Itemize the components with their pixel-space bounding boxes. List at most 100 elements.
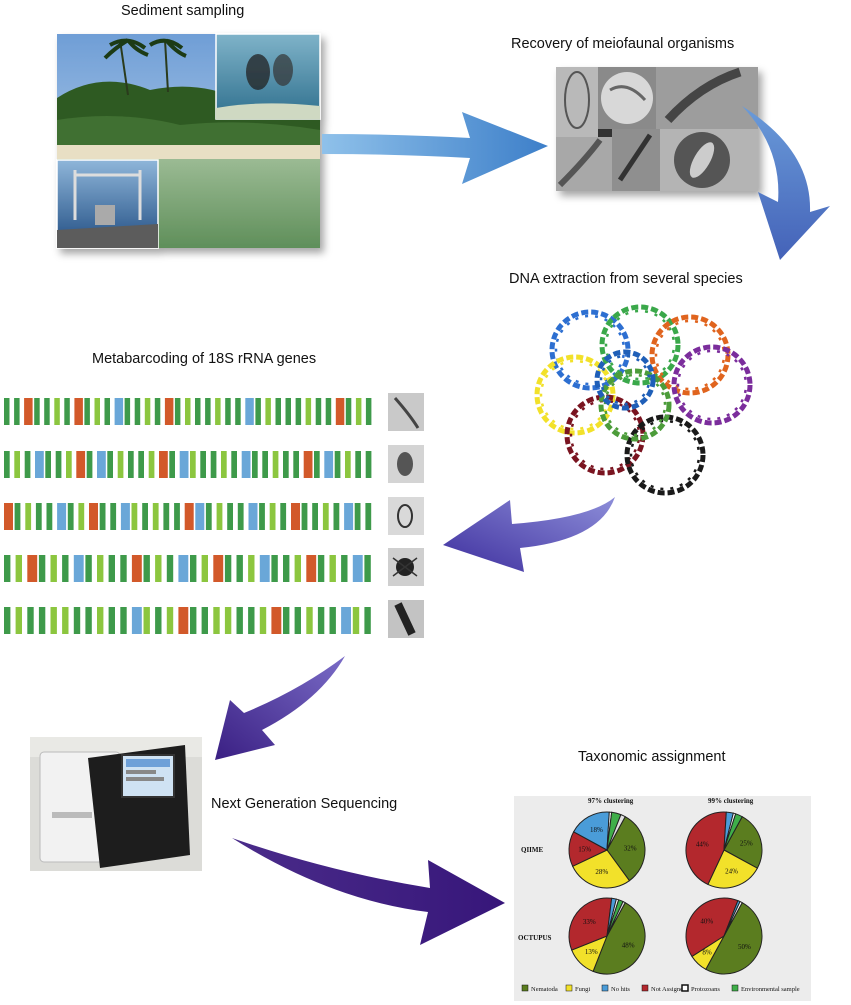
pie-slice	[571, 849, 631, 889]
pie-slice-label: 15%	[578, 845, 591, 853]
legend-swatch	[601, 984, 609, 992]
barcode-bar	[317, 607, 325, 634]
barcode-bar	[15, 555, 22, 582]
barcode-bar	[213, 555, 224, 582]
barcode-bar	[185, 398, 191, 425]
barcode-bar	[35, 503, 42, 530]
dna-ring	[671, 344, 753, 426]
barcode-bar	[364, 607, 371, 634]
barcode-bar	[50, 607, 57, 634]
legend-swatch	[565, 984, 573, 992]
barcode-bar	[335, 398, 345, 425]
pie-slice	[723, 815, 763, 869]
barcode-bar	[271, 607, 282, 634]
barcode-bar	[329, 607, 336, 634]
dna-ring-strand	[604, 309, 676, 381]
dna-ring	[534, 354, 616, 436]
barcode-bar	[205, 503, 212, 530]
barcode-bar	[294, 555, 301, 582]
barcode-bar	[301, 503, 308, 530]
barcode-bar	[271, 555, 278, 582]
label-dna-extraction: DNA extraction from several species	[509, 271, 743, 287]
barcode-bar	[35, 451, 44, 478]
barcode-bar	[164, 398, 174, 425]
barcode-bar	[155, 555, 162, 582]
barcode-bar	[45, 451, 51, 478]
barcode-bar	[14, 398, 20, 425]
barcode-bar	[291, 503, 300, 530]
barcode-bar	[142, 503, 148, 530]
barcode-bar	[312, 503, 318, 530]
barcode-bar	[117, 451, 124, 478]
label-ngs: Next Generation Sequencing	[211, 796, 398, 812]
barcode-bar	[174, 398, 181, 425]
pie-slice-label: 24%	[725, 868, 738, 876]
sequencer-photo	[30, 737, 202, 871]
barcode-bar	[38, 555, 46, 582]
barcode-bar	[159, 451, 168, 478]
barcode-bar	[221, 451, 227, 478]
barcode-bar	[241, 451, 251, 478]
barcode-bar	[355, 451, 361, 478]
barcode-bar	[280, 503, 287, 530]
pie-slice	[707, 849, 759, 889]
barcode-bar	[108, 555, 115, 582]
barcode-bar	[86, 451, 93, 478]
arrow-sampling-to-recovery	[322, 112, 548, 184]
barcode-bar	[365, 398, 372, 425]
barcode-bar	[4, 607, 11, 634]
barcode-bar	[97, 607, 104, 634]
barcode-bar	[236, 607, 243, 634]
barcode-bar	[85, 555, 92, 582]
barcode-bar	[110, 503, 117, 530]
barcode-bar	[237, 503, 244, 530]
barcode-bar	[24, 398, 33, 425]
pie-slice	[606, 900, 626, 937]
barcode-bar	[131, 607, 142, 634]
pie-slice-label: 33%	[583, 918, 596, 926]
barcode-bar	[128, 451, 134, 478]
barcode-bar	[227, 503, 233, 530]
barcode-bar	[67, 503, 74, 530]
barcode-bar	[213, 607, 220, 634]
barcode-bar	[15, 607, 22, 634]
label-recovery: Recovery of meiofaunal organisms	[511, 36, 735, 52]
barcode-bar	[265, 398, 271, 425]
barcode-bar	[345, 451, 351, 478]
barcode-rows	[4, 398, 372, 634]
taxonomic-pie-panel: 97% clustering 99% clustering QIIME OCTU…	[514, 796, 811, 1001]
barcode-bar	[259, 555, 270, 582]
legend-label: Nematoda	[531, 986, 558, 993]
barcode-bar	[245, 398, 254, 425]
barcode-bar	[50, 555, 57, 582]
barcode-bar	[324, 451, 334, 478]
pie-slice	[572, 811, 610, 851]
barcode-bar	[235, 398, 241, 425]
barcode-bar	[225, 398, 231, 425]
pie-slice-label: 28%	[595, 868, 608, 876]
barcode-bar	[14, 451, 20, 478]
legend-label: Fungi	[575, 986, 590, 993]
barcode-bar	[62, 555, 69, 582]
barcode-bar	[24, 451, 31, 478]
pie-slice-label: 44%	[696, 840, 709, 848]
barcode-bar	[78, 503, 85, 530]
barcode-bar	[248, 503, 258, 530]
barcode-bar	[365, 451, 372, 478]
dna-ring	[624, 414, 706, 496]
pie-slice	[723, 813, 743, 851]
barcode-bar	[97, 555, 104, 582]
barcode-bar	[120, 503, 130, 530]
barcode-bar	[269, 503, 276, 530]
barcode-bar	[131, 555, 142, 582]
barcode-bar	[293, 451, 299, 478]
barcode-bar	[341, 555, 348, 582]
dna-ring	[564, 394, 646, 476]
barcode-bar	[325, 398, 332, 425]
barcode-bar	[34, 398, 40, 425]
barcode-bar	[14, 503, 21, 530]
barcode-bar	[74, 398, 83, 425]
barcode-bar	[305, 398, 312, 425]
barcode-bar	[178, 607, 189, 634]
barcode-bar	[179, 451, 189, 478]
